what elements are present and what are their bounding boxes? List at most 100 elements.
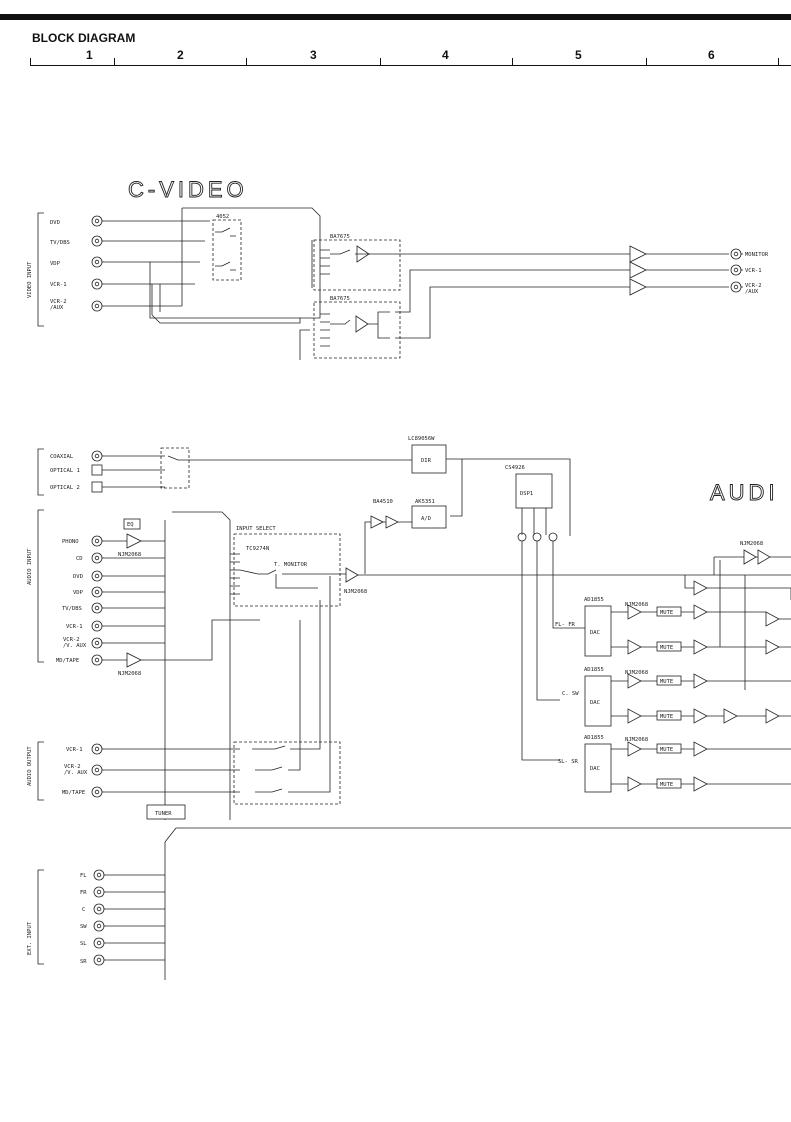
- audio-input-label: /V. AUX: [63, 643, 87, 649]
- dac-amp-icon: [627, 604, 642, 620]
- dac-box: [584, 743, 612, 793]
- dac-channel-label: C. SW: [562, 691, 579, 697]
- mixer-icon: [532, 532, 542, 542]
- line-amp-icon: [693, 639, 708, 655]
- input-select-label: INPUT SELECT: [236, 526, 276, 532]
- rca-jack-icon: [93, 920, 107, 932]
- dir-chip-label: LC89056W: [408, 436, 435, 442]
- mixer-icon: [548, 532, 558, 542]
- dac-amp-icon: [627, 776, 642, 792]
- dac-label: DAC: [590, 766, 600, 772]
- mute-box: [656, 675, 682, 686]
- digital-line: [167, 455, 414, 461]
- ruler-tick: [30, 58, 31, 66]
- top-amp-label: NJM2068: [740, 541, 763, 547]
- rca-jack-icon: [91, 654, 105, 666]
- dir-label: DIR: [421, 458, 432, 464]
- rca-jack-icon: [91, 235, 105, 247]
- audio-input-label: DVD: [73, 574, 83, 580]
- main-amp-icon: [345, 567, 359, 583]
- audio-input-group-label: AUDIO INPUT: [27, 548, 33, 585]
- mute-label: MUTE: [660, 610, 673, 616]
- line-amp-icon: [693, 741, 708, 757]
- dac-amp-icon: [627, 708, 642, 724]
- rca-jack-icon: [91, 278, 105, 290]
- adc-chip-label: AK5351: [415, 499, 435, 505]
- line-amp-icon: [693, 673, 708, 689]
- mute-box: [656, 778, 682, 789]
- video-output-label: VCR-1: [745, 268, 762, 274]
- line-amp-icon: [693, 708, 708, 724]
- tuner-label: TUNER: [155, 811, 172, 817]
- ext-input-label: SW: [80, 924, 87, 930]
- dac-amp-label: NJM2068: [625, 670, 648, 676]
- tape-amp-icon: [126, 652, 142, 668]
- ic-ba7675-b-box: [313, 301, 401, 359]
- dac-amp-label: NJM2068: [625, 602, 648, 608]
- mute-box: [656, 641, 682, 652]
- video-bus-wires: [149, 262, 300, 319]
- buffer-amp-icon: [385, 515, 399, 529]
- mute-box: [656, 710, 682, 721]
- ruler-tick: [380, 58, 381, 66]
- tuner-box: [146, 804, 186, 820]
- video-buffer-icon: [355, 315, 369, 333]
- video-input-bracket: [37, 212, 44, 327]
- audio-output-label: VCR-2: [64, 764, 81, 770]
- top-amp-icon: [743, 549, 757, 565]
- mute-label: MUTE: [660, 714, 673, 720]
- dac-output-wires: [611, 611, 694, 785]
- video-input-label: VCR-1: [50, 282, 67, 288]
- column-number-2: 2: [177, 48, 184, 62]
- audio-output-label: MD/TAPE: [62, 790, 85, 796]
- adc-chip-box: [411, 505, 447, 529]
- video-input-label: DVD: [50, 220, 60, 226]
- digital-input-label: COAXIAL: [50, 454, 74, 460]
- video-input-wires: [104, 220, 210, 307]
- video-input-label: VCR-2: [50, 299, 67, 305]
- coaxial-jack-icon: [91, 450, 105, 462]
- phono-amp-label: NJM2068: [118, 552, 141, 558]
- ruler-tick: [778, 58, 779, 66]
- adc-input-wires: [364, 521, 412, 574]
- ruler-tick: [114, 58, 115, 66]
- ruler-tick: [246, 58, 247, 66]
- audio-input-label: VCR-1: [66, 624, 83, 630]
- ic-4052-switches: [215, 227, 236, 271]
- audio-bus-outline: [164, 511, 231, 820]
- output-driver-icon: [629, 261, 647, 279]
- dac-amp-icon: [627, 741, 642, 757]
- rca-jack-icon: [93, 886, 107, 898]
- audio-input-label: VCR-2: [63, 637, 80, 643]
- digital-input-wires: [37, 448, 165, 496]
- audio-main-wires: [358, 541, 791, 761]
- dir-output-wires: [446, 458, 571, 536]
- video-section-title: C-VIDEO: [128, 177, 248, 202]
- t-monitor-label: T. MONITOR: [274, 562, 308, 568]
- rca-jack-icon: [91, 637, 105, 649]
- rca-jack-icon: [91, 786, 105, 798]
- mute-label: MUTE: [660, 679, 673, 685]
- rca-jack-icon: [91, 300, 105, 312]
- video-output-label: /AUX: [745, 289, 759, 295]
- mute-box: [656, 606, 682, 617]
- ic-4052-box: [212, 219, 242, 281]
- ba7675-a-inputs: [320, 249, 370, 275]
- dac-chip-label: AD1855: [584, 667, 604, 673]
- digital-input-label: OPTICAL 1: [50, 468, 80, 474]
- line-amp-icon: [693, 776, 708, 792]
- mute-label: MUTE: [660, 782, 673, 788]
- output-driver-wires: [646, 253, 729, 288]
- dac-amp-label: NJM2068: [625, 737, 648, 743]
- ic-4052-label: 4052: [216, 214, 229, 220]
- rca-jack-icon: [91, 764, 105, 776]
- audio-output-label: VCR-1: [66, 747, 83, 753]
- ext-input-label: SR: [80, 959, 87, 965]
- page-title: BLOCK DIAGRAM: [32, 31, 136, 45]
- tape-amp-label: NJM2068: [118, 671, 141, 677]
- audio-output-label: /V. AUX: [64, 770, 88, 776]
- column-number-3: 3: [310, 48, 317, 62]
- audio-input-label: CD: [76, 556, 83, 562]
- adc-label: A/D: [421, 516, 431, 522]
- audio-output-group-label: AUDIO OUTPUT: [27, 746, 33, 786]
